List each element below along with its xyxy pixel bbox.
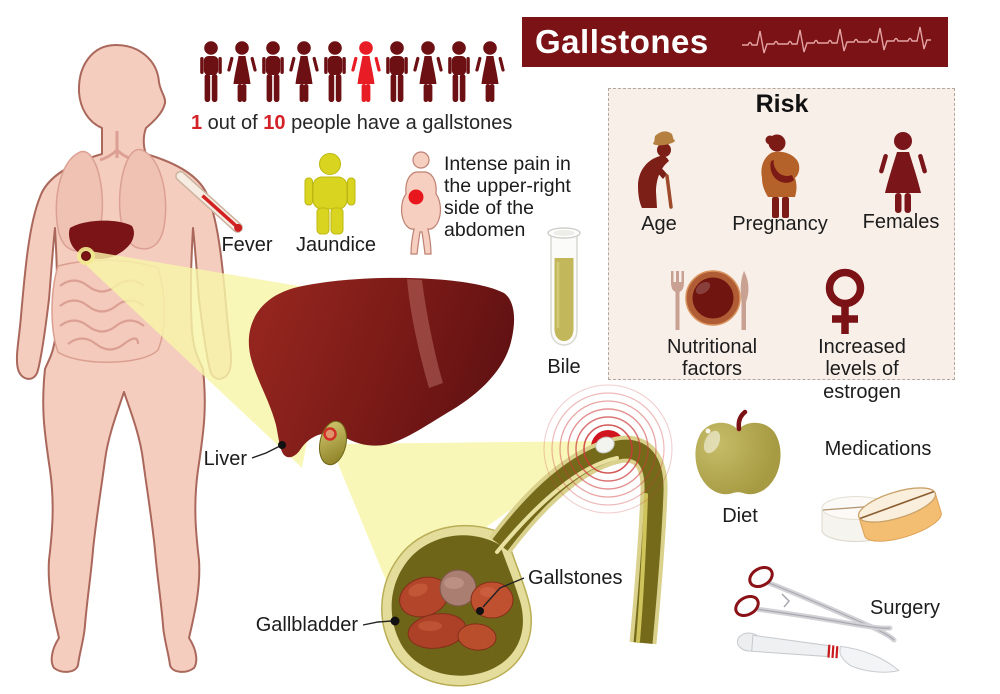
- gallstones-cluster: [399, 569, 514, 651]
- gallbladder-icon: [381, 384, 673, 687]
- jaundice-label: Jaundice: [295, 234, 377, 256]
- ekg-heartbeat-icon: [742, 26, 931, 54]
- pregnant-woman-icon: [761, 134, 800, 218]
- apple-icon: [695, 409, 781, 495]
- surgery-label: Surgery: [869, 597, 941, 619]
- page-title: Gallstones: [535, 23, 709, 60]
- statistic-line: 1 out of 10 people have a gallstones: [191, 112, 512, 135]
- stat-rest: people have a gallstones: [285, 112, 513, 134]
- medications-label: Medications: [824, 438, 932, 460]
- plate-fork-knife-icon: [671, 270, 749, 330]
- risk-panel-title: Risk: [755, 90, 809, 118]
- gallstones-label: Gallstones: [528, 567, 623, 589]
- elderly-man-icon: [638, 131, 675, 209]
- person-man-icon: [262, 41, 284, 102]
- estrogen-symbol-icon: [825, 268, 865, 334]
- blocking-stone: [595, 436, 615, 454]
- stat-number-1: 1: [191, 112, 203, 134]
- liver-label: Liver: [203, 448, 247, 470]
- bile-duct: [489, 435, 668, 645]
- pain-description: Intense pain in the upper-right side of …: [444, 153, 571, 242]
- female-icon: [879, 132, 927, 213]
- diet-label: Diet: [722, 505, 758, 527]
- person-woman-icon: [413, 41, 443, 102]
- knife-icon: [740, 271, 749, 330]
- pain-rings-icon: [543, 384, 673, 514]
- stat-out-of: out of: [202, 112, 264, 134]
- person-woman-icon: [227, 41, 257, 102]
- person-man-icon: [448, 41, 470, 102]
- age-label: Age: [641, 213, 677, 235]
- forceps-icon: [734, 566, 897, 643]
- fever-label: Fever: [221, 234, 273, 256]
- bile-label: Bile: [547, 356, 581, 378]
- person-woman-highlighted-icon: [351, 41, 381, 102]
- person-man-icon: [386, 41, 408, 102]
- liver-icon: [248, 277, 515, 466]
- population-pictograms: [200, 41, 505, 102]
- jaundice-person-icon: [304, 153, 356, 235]
- females-label: Females: [862, 211, 940, 233]
- pain-body-icon: [400, 151, 442, 255]
- gallbladder-label: Gallbladder: [255, 614, 358, 636]
- pregnancy-label: Pregnancy: [732, 213, 828, 235]
- body-silhouette: [15, 44, 233, 673]
- pain-dot: [408, 189, 424, 205]
- fork-icon: [671, 271, 684, 330]
- scalpel-icon: [736, 632, 900, 673]
- bile-test-tube-icon: [547, 227, 581, 346]
- person-woman-icon: [475, 41, 505, 102]
- title-bar: Gallstones: [522, 17, 948, 67]
- person-woman-icon: [289, 41, 319, 102]
- stat-number-10: 10: [263, 112, 286, 134]
- pills-icon: [821, 487, 942, 542]
- thermometer-icon: [175, 170, 243, 233]
- person-man-icon: [200, 41, 222, 102]
- lung-right: [118, 148, 167, 250]
- leader-lines: [251, 441, 525, 626]
- person-man-icon: [324, 41, 346, 102]
